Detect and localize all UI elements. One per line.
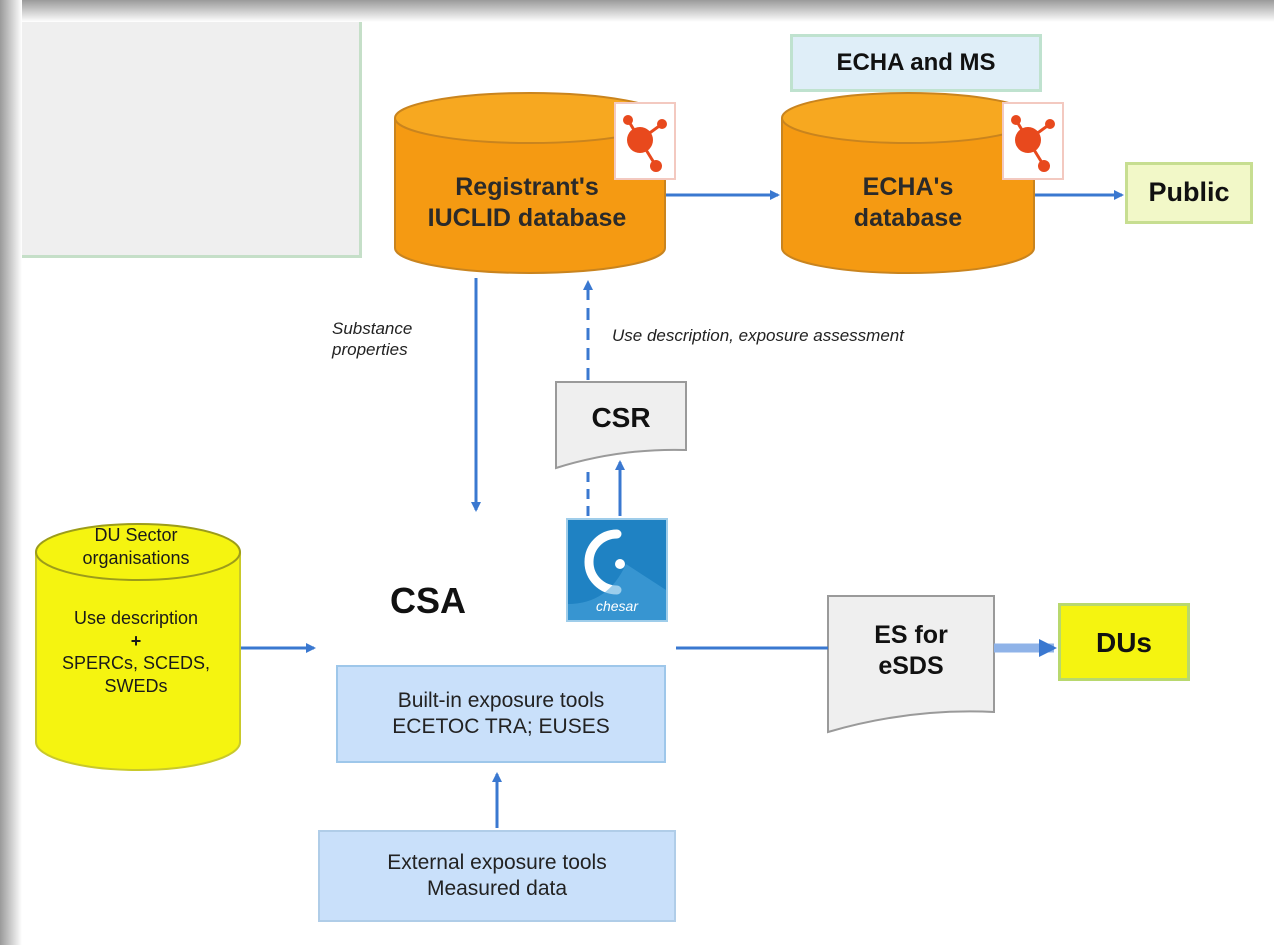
csr-label: CSR bbox=[556, 400, 686, 435]
registrant-database-line-2: IUCLID database bbox=[427, 204, 627, 233]
echa-database-label: ECHA's database bbox=[782, 172, 1034, 235]
chesar-logo-text: chesar bbox=[595, 598, 639, 614]
registrant-database-label: Registrant's IUCLID database bbox=[392, 172, 662, 235]
du-sector-body-line-3: SPERCs, SCEDS, bbox=[61, 653, 211, 673]
registrant-database-line-1: Registrant's bbox=[455, 173, 599, 201]
du-sector-header-line-2: organisations bbox=[82, 547, 190, 568]
du-sector-body-line-4: SWEDs bbox=[104, 675, 168, 696]
du-sector-database bbox=[35, 523, 241, 771]
csa-box bbox=[0, 0, 362, 258]
substance-properties-line-1: Substance bbox=[332, 319, 413, 338]
echa-ms-text: ECHA and MS bbox=[836, 49, 996, 76]
es-document bbox=[827, 595, 995, 734]
chesar-mark-icon bbox=[568, 529, 666, 620]
chesar-logo-icon: chesar bbox=[566, 518, 668, 622]
echa-database-line-2: database bbox=[853, 204, 963, 233]
es-esds-label: ES for eSDS bbox=[828, 620, 994, 683]
built-in-tools-box: Built-in exposure tools ECETOC TRA; EUSE… bbox=[336, 665, 666, 763]
external-tools-box: External exposure tools Measured data bbox=[318, 830, 676, 922]
echa-ms-label: ECHA and MS bbox=[790, 34, 1042, 92]
frame-shadow-top bbox=[0, 0, 1274, 22]
built-in-tools-line-1: Built-in exposure tools bbox=[397, 688, 605, 712]
dus-box: DUs bbox=[1058, 603, 1190, 681]
substance-properties-line-2: properties bbox=[332, 340, 408, 360]
public-box: Public bbox=[1125, 162, 1253, 224]
du-sector-label: DU Sector organisations Use description … bbox=[32, 524, 240, 697]
csr-document bbox=[555, 381, 687, 470]
du-sector-body-line-1: Use description bbox=[73, 608, 199, 628]
external-tools-line-2: Measured data bbox=[426, 877, 568, 900]
iuclid-logo-icon bbox=[614, 102, 676, 180]
registrant-database bbox=[394, 92, 666, 274]
frame-shadow-left bbox=[0, 0, 22, 945]
external-tools-line-1: External exposure tools bbox=[387, 850, 607, 874]
du-sector-body-line-2: + bbox=[130, 630, 142, 651]
csa-label: CSA bbox=[390, 580, 467, 621]
use-description-text: Use description, exposure assessment bbox=[612, 326, 904, 345]
du-sector-header-line-1: DU Sector bbox=[94, 525, 178, 545]
echa-database-line-1: ECHA's bbox=[862, 173, 954, 201]
dus-text: DUs bbox=[1095, 626, 1152, 658]
es-esds-line-1: ES for bbox=[874, 621, 948, 649]
es-esds-line-2: eSDS bbox=[878, 652, 944, 681]
use-description-label: Use description, exposure assessment bbox=[612, 325, 904, 346]
built-in-tools-line-2: ECETOC TRA; EUSES bbox=[392, 715, 610, 738]
substance-properties-label: Substance properties bbox=[332, 318, 412, 361]
csr-text: CSR bbox=[591, 402, 651, 433]
public-text: Public bbox=[1148, 177, 1230, 208]
iuclid-logo-icon bbox=[1002, 102, 1064, 180]
